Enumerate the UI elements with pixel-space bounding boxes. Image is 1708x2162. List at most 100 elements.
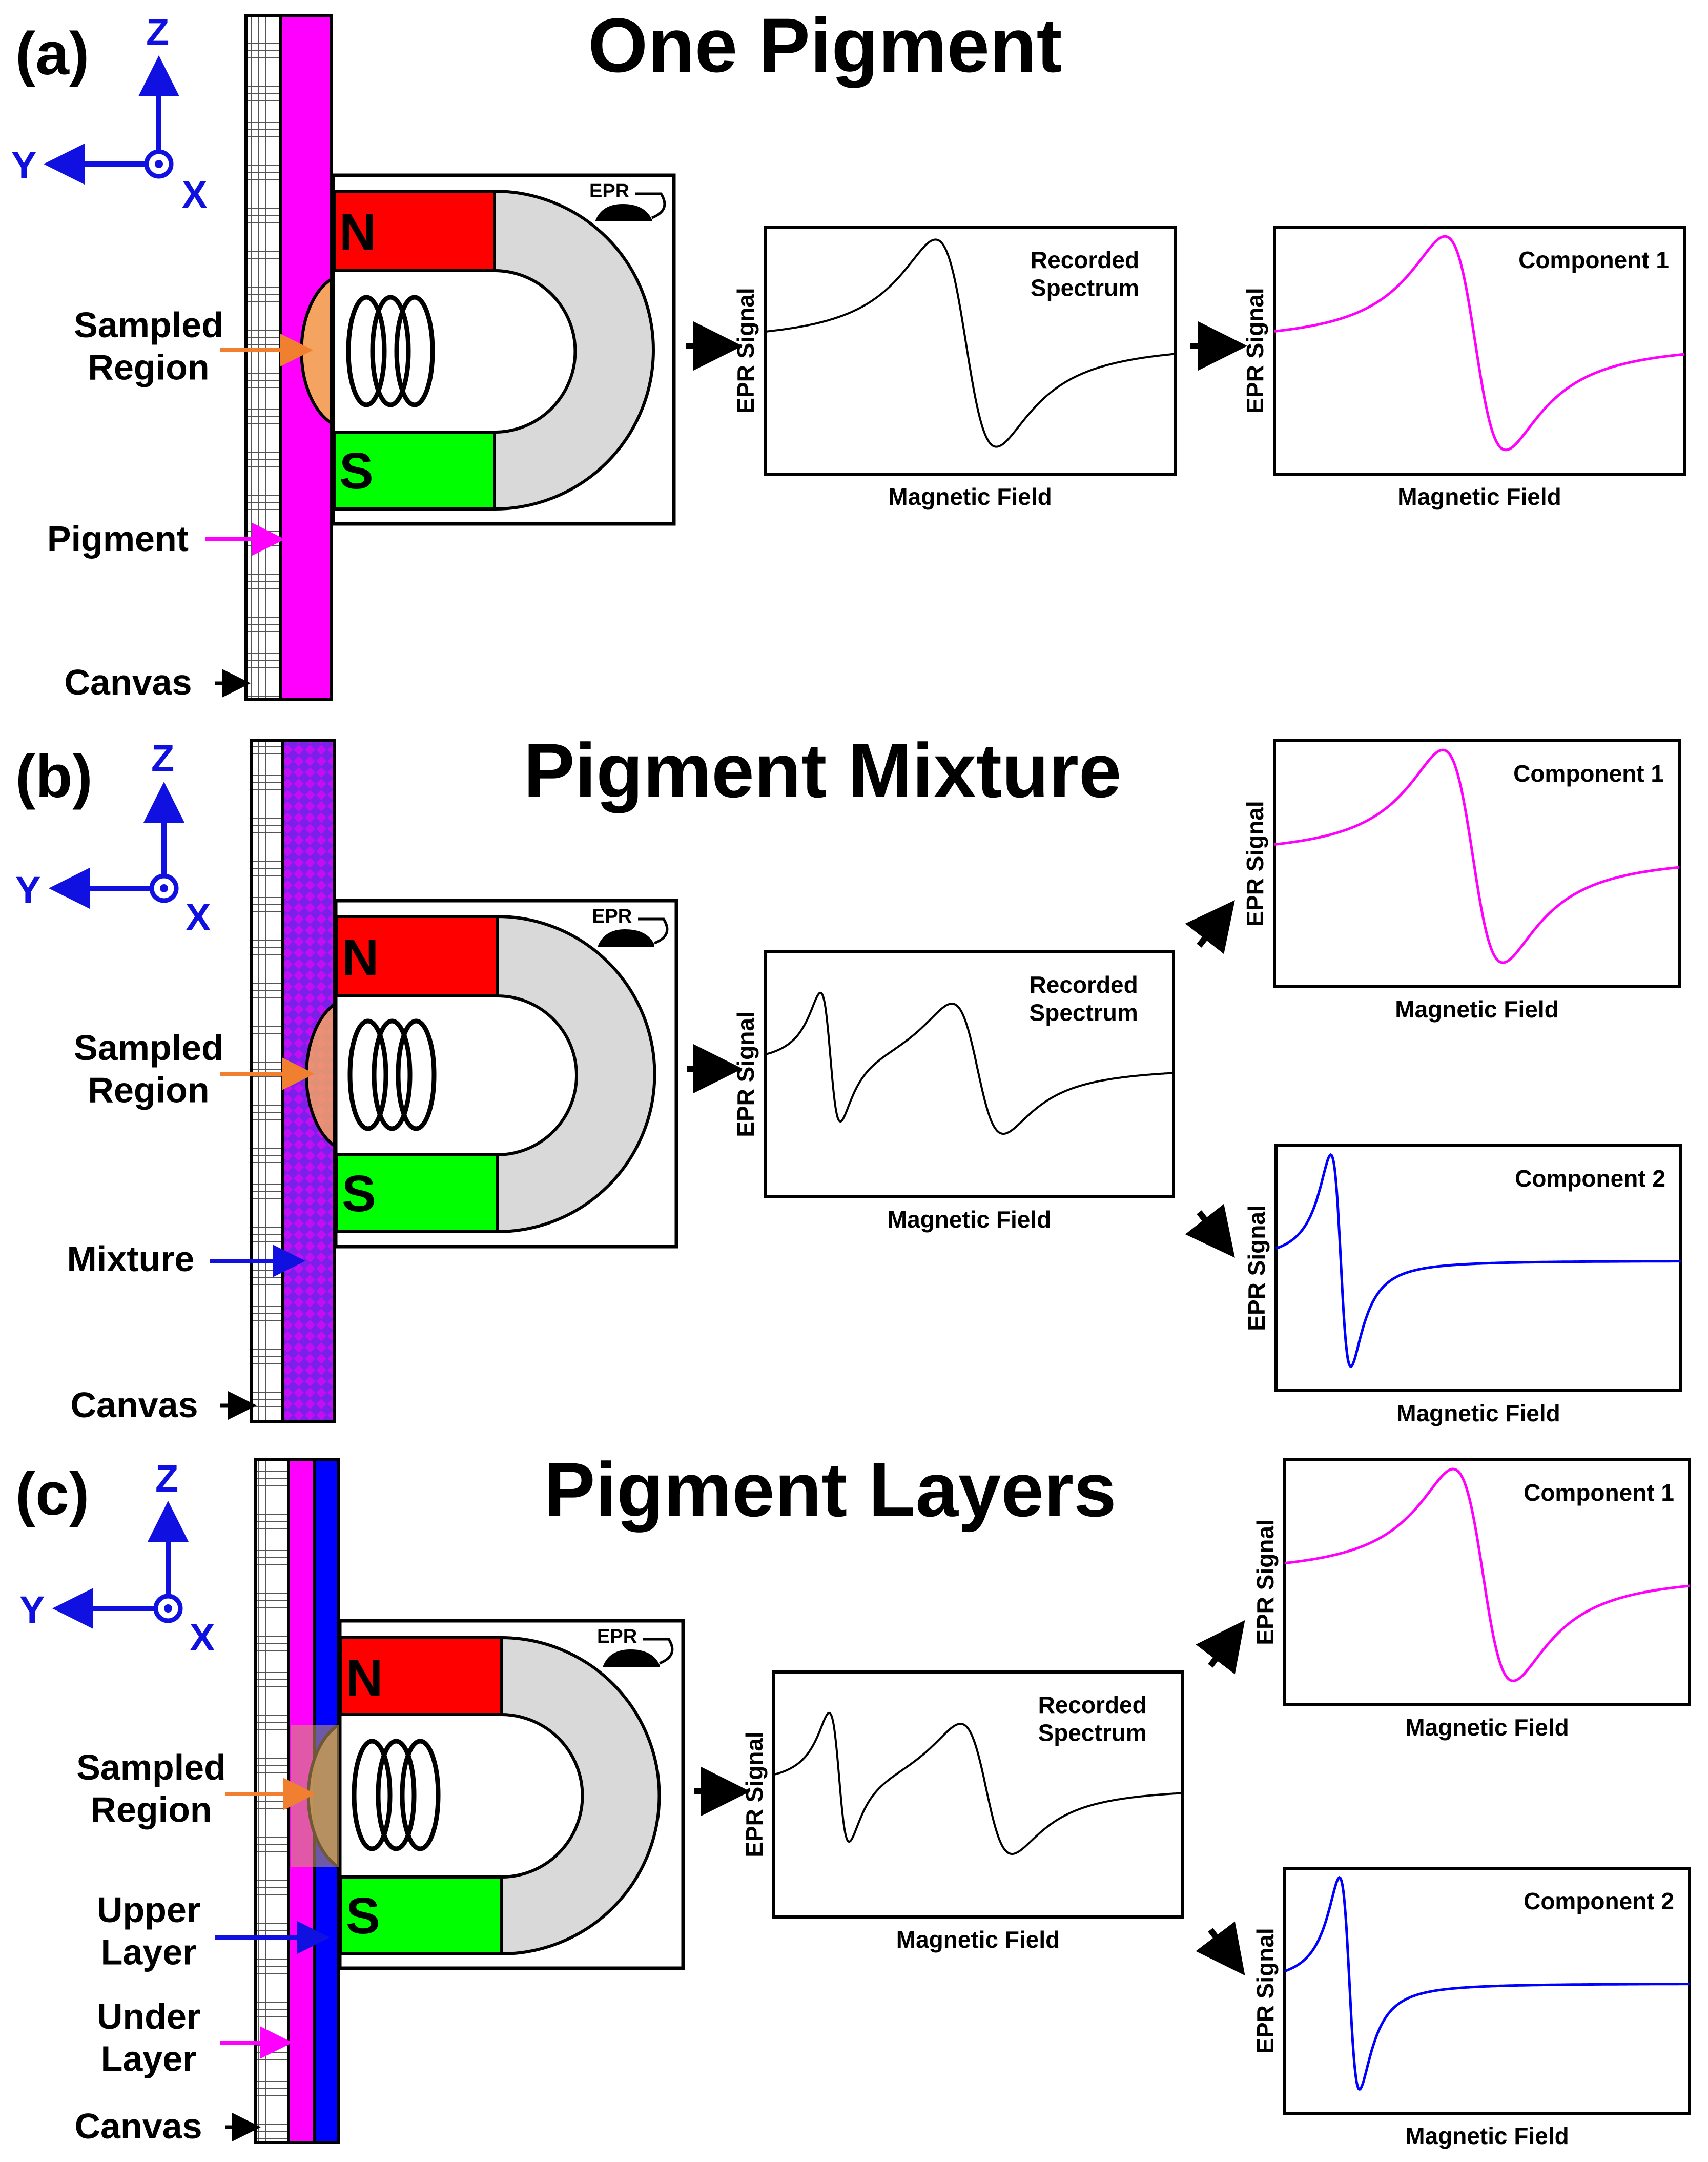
panel-title: Pigment Layers (544, 1446, 1116, 1533)
arrow-icon (1185, 1204, 1235, 1258)
plot-frame (1283, 1867, 1691, 2115)
x-axis-label: X (182, 173, 207, 216)
coordinate-axes-icon: Z Y X (19, 1457, 215, 1659)
north-pole (339, 1636, 503, 1716)
panel-letter: (c) (15, 1460, 89, 1528)
x-axis-label: Magnetic Field (888, 483, 1052, 510)
x-axis-label: Magnetic Field (1395, 996, 1558, 1023)
y-axis-label: Y (11, 144, 36, 187)
plot-frame (1273, 739, 1681, 988)
y-axis-label: EPR Signal (1242, 801, 1268, 926)
x-axis-label: Magnetic Field (888, 1206, 1051, 1233)
north-pole (333, 190, 496, 272)
coil-icon (352, 1739, 441, 1851)
z-axis-label: Z (151, 737, 174, 780)
horseshoe-magnet-icon: N S (334, 899, 678, 1249)
plot-frame (772, 1670, 1184, 1919)
y-axis-label: EPR Signal (1243, 1205, 1270, 1331)
coil-icon (346, 295, 435, 407)
component-spectrum-plot: Component 2 Magnetic Field EPR Signal (1243, 1144, 1682, 1426)
y-axis-label: EPR Signal (732, 288, 759, 413)
arrow-icon (1196, 1921, 1245, 1976)
north-label: N (339, 203, 376, 261)
epr-device-label: EPR (597, 1626, 637, 1647)
spectrum-line (1274, 235, 1685, 452)
south-label: S (342, 1165, 376, 1222)
y-axis-label: Y (19, 1588, 45, 1631)
spectrum-line (773, 1711, 1183, 1855)
arrow-icon (1196, 1620, 1245, 1675)
component-spectrum-plot: Component 1 Magnetic Field EPR Signal (1252, 1458, 1691, 1741)
label-mixture: Mixture (67, 1239, 195, 1279)
coil-icon (347, 1018, 437, 1131)
panel-letter: (a) (15, 20, 89, 88)
canvas-layer (254, 1458, 290, 2144)
south-pole (335, 1153, 499, 1233)
south-label: S (346, 1887, 380, 1945)
x-axis-label: X (190, 1616, 215, 1659)
coordinate-axes-icon: Z Y X (15, 737, 211, 939)
plot-frame (1283, 1458, 1691, 1706)
label-canvas: Canvas (64, 662, 192, 702)
label-canvas: Canvas (70, 1385, 198, 1425)
spectrum-line (1274, 748, 1680, 964)
canvas-layer (244, 14, 282, 701)
mouse-icon: EPR (589, 180, 666, 221)
horseshoe-magnet-icon: N S (331, 173, 676, 526)
spectrum-line (1284, 1467, 1690, 1682)
z-axis-label: Z (146, 11, 169, 53)
plot-frame (1273, 226, 1686, 476)
panel-title: One Pigment (588, 2, 1062, 88)
spectrum-line (1275, 1153, 1681, 1369)
y-axis-label: EPR Signal (1242, 288, 1268, 413)
plot-frame (764, 950, 1175, 1198)
plot-title: Component 1 (1524, 1479, 1674, 1506)
y-axis-label: EPR Signal (732, 1011, 759, 1137)
panel-c: (c) Pigment Layers Z Y X N S (15, 1446, 1245, 2146)
north-label: N (342, 929, 379, 986)
plot-title: Component 1 (1518, 247, 1669, 273)
mouse-icon: EPR (592, 906, 669, 947)
spectrum-line (765, 991, 1174, 1135)
x-axis-label: X (186, 896, 211, 939)
panel-b: (b) Pigment Mixture Z Y X N S (15, 727, 1235, 1425)
north-pole (335, 915, 499, 997)
plot-title: Component 2 (1524, 1888, 1674, 1914)
north-label: N (346, 1649, 383, 1707)
coordinate-axes-icon: Z Y X (11, 11, 207, 216)
south-pole (339, 1875, 503, 1955)
plot-title: Component 1 (1513, 760, 1664, 787)
epr-device-label: EPR (592, 906, 632, 927)
panel-letter: (b) (15, 743, 93, 810)
x-axis-label: Magnetic Field (1405, 2123, 1569, 2149)
south-pole (333, 431, 496, 511)
x-axis-label: Magnetic Field (1396, 1400, 1560, 1426)
plot-title: Component 2 (1515, 1165, 1665, 1192)
arrow-icon (1185, 900, 1235, 954)
panel-a: (a) One Pigment Z Y X N S (11, 2, 1247, 702)
mouse-icon: EPR (597, 1626, 674, 1667)
component-spectrum-plot: Component 1 Magnetic Field EPR Signal (1242, 739, 1681, 1023)
spectrum-line (1284, 1875, 1690, 2091)
x-axis-label: Magnetic Field (1405, 1714, 1569, 1741)
south-label: S (339, 442, 374, 500)
horseshoe-magnet-icon: N S (338, 1619, 685, 1970)
component-spectrum-plot: Component 2 Magnetic Field EPR Signal (1252, 1867, 1691, 2149)
canvas-layer (250, 739, 284, 1423)
label-canvas: Canvas (74, 2106, 202, 2146)
y-axis-label: EPR Signal (1252, 1928, 1279, 2053)
spectrum-line (765, 238, 1176, 448)
plot-frame (1274, 1144, 1682, 1392)
y-axis-label: EPR Signal (1252, 1519, 1279, 1645)
